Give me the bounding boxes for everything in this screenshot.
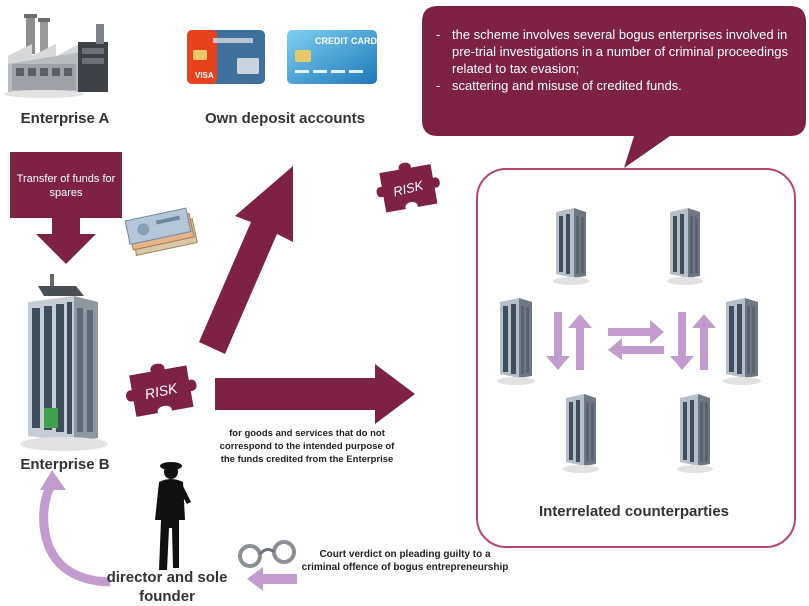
left-arrow-icon [247,567,297,591]
card-visa-text: VISA [195,71,214,80]
handcuffs-icon [238,540,296,568]
enterprise-a-label: Enterprise A [20,110,110,127]
building-icon [497,298,535,385]
right-arrow-icon [215,364,415,424]
callout-item-2: scattering and misuse of credited funds. [430,77,800,94]
card-credit-text: CREDIT CARD [315,36,377,46]
office-tower-icon [20,274,108,451]
person-silhouette-icon [155,462,191,570]
diagonal-arrow-icon [199,166,293,354]
factory-icon [4,14,108,98]
goods-note: for goods and services that do not corre… [219,428,395,465]
curved-arrow-icon [39,470,111,587]
director-label: director and sole founder [106,569,228,605]
credit-card-icon: VISA [187,30,265,84]
money-icon [125,207,198,256]
callout-text: the scheme involves several bogus enterp… [430,26,800,94]
callout-item-1: the scheme involves several bogus enterp… [430,26,800,77]
building-icon [677,394,713,473]
credit-card-blue-icon: CREDIT CARD [287,30,377,84]
building-icon [723,298,761,385]
arrow-down-icon [36,216,96,264]
building-icon [563,394,599,473]
risk-puzzle-top-icon: RISK [376,162,440,213]
transfer-box [10,152,122,218]
verdict-note: Court verdict on pleading guilty to a cr… [301,549,509,573]
enterprise-b-label: Enterprise B [20,456,110,473]
accounts-label: Own deposit accounts [204,110,366,127]
vertical-exchange-arrows-left-icon [546,312,592,370]
building-icon [667,208,703,285]
risk-mid-text: RISK [143,380,179,403]
counterparties-label: Interrelated counterparties [538,503,730,520]
horizontal-exchange-arrows-icon [608,320,664,360]
building-icon [553,208,589,285]
risk-puzzle-mid-icon: RISK [126,363,197,417]
transfer-label: Transfer of funds for spares [16,173,116,199]
risk-top-text: RISK [392,177,426,199]
vertical-exchange-arrows-right-icon [670,312,716,370]
